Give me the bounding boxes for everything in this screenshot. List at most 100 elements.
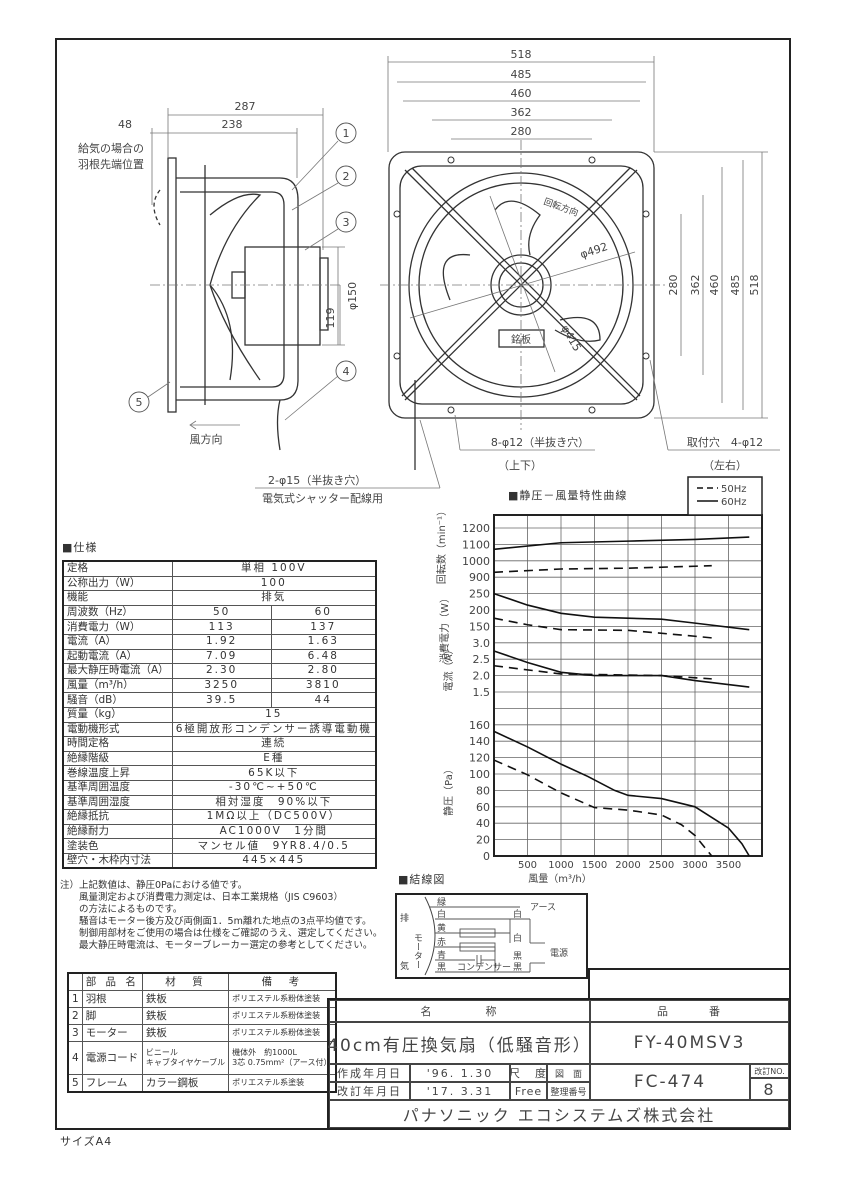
- part-no: 2: [67, 1007, 83, 1025]
- spec-label: 電動機形式: [62, 721, 173, 738]
- dim-right-485: 485: [729, 275, 742, 296]
- spec-label: 定格: [62, 560, 173, 577]
- part-name: 電源コード: [81, 1041, 143, 1075]
- y-tick-label: 1200: [462, 522, 490, 535]
- x-tick-label: 3500: [716, 860, 741, 871]
- created-date: '96. 1.30: [410, 1064, 510, 1082]
- part-note: ポリエステル系粉体塗装: [228, 1024, 337, 1042]
- spec-value: 排気: [171, 590, 377, 606]
- spec-label: 壁穴・木枠内寸法: [62, 852, 173, 869]
- title-block: 名 称 品 番 40cm有圧換気扇（低騒音形） FY-40MSV3 作成年月日 …: [327, 998, 791, 1130]
- power-label: 電源: [550, 948, 568, 959]
- note-line: 風量測定および消費電力測定は、日本工業規格（JIS C9603）: [60, 892, 343, 903]
- legend-label-60Hz: 60Hz: [721, 497, 747, 508]
- spec-label: 時間定格: [62, 736, 173, 752]
- part-material: カラー鋼板: [141, 1074, 230, 1093]
- black-label-2: 黒: [513, 962, 522, 973]
- y-tick-label: 200: [469, 604, 490, 617]
- chart-title: ■静圧－風量特性曲線: [508, 489, 628, 502]
- front-view-drawing: 518 485 460 362 280 280 362 460 485 518 …: [380, 48, 780, 472]
- x-tick-label: 2000: [615, 860, 640, 871]
- y-tick-label: 60: [476, 801, 490, 814]
- capacitor-label: コンデンサー: [457, 961, 511, 973]
- spec-row: 基準周囲温度-30℃~+50℃: [62, 779, 377, 796]
- wind-direction-label: 風方向: [190, 432, 223, 446]
- y-tick-label: 1.5: [473, 686, 491, 699]
- y-tick-label: 250: [469, 588, 490, 601]
- x-tick-label: 1500: [582, 860, 607, 871]
- y-tick-label: 120: [469, 752, 490, 765]
- callout-5: 5: [136, 396, 143, 409]
- callout-1: 1: [343, 127, 350, 140]
- part-no: 1: [67, 990, 83, 1008]
- y-tick-label: 160: [469, 719, 490, 732]
- title-block-top-box: [588, 968, 791, 1000]
- spec-value: 445×445: [171, 852, 377, 869]
- spec-label: 絶縁抵抗: [62, 809, 173, 825]
- parts-header-cell: 部 品 名: [81, 972, 143, 991]
- spec-value-60hz: 44: [270, 692, 377, 708]
- part-material: ビニール キャブタイヤケーブル: [141, 1041, 230, 1075]
- series-current-60Hz: [493, 650, 750, 688]
- size-note: サイズA4: [60, 1135, 113, 1148]
- revised-label: 改訂年月日: [329, 1082, 410, 1100]
- drawing-label-2: 整理番号: [547, 1082, 590, 1100]
- series-rpm-60Hz: [493, 536, 750, 551]
- wire-blue: 青: [437, 949, 446, 961]
- x-axis-label: 風量（m³/h）: [528, 873, 591, 885]
- callout-4: 4: [343, 365, 350, 378]
- x-tick-label: 2500: [649, 860, 674, 871]
- spec-value-50hz: 2.30: [171, 663, 272, 679]
- spec-value-50hz: 7.09: [171, 648, 272, 665]
- part-name: モーター: [81, 1024, 143, 1042]
- series-power-60Hz: [493, 592, 750, 631]
- black-label-1: 黒: [513, 951, 522, 962]
- parts-header-cell: [67, 972, 83, 991]
- dim-right-518: 518: [748, 275, 761, 296]
- name-header: 名 称: [329, 1000, 590, 1022]
- note-line: の方法によるものです。: [60, 904, 183, 915]
- y-tick-label: 1100: [462, 538, 490, 551]
- dim-phi150: φ150: [346, 282, 359, 310]
- spec-row: 機能排気: [62, 590, 377, 606]
- drawing-number: FC-474: [590, 1064, 750, 1100]
- part-material: 鉄板: [141, 1024, 230, 1042]
- model-number: FY-40MSV3: [590, 1022, 789, 1064]
- dim-287: 287: [235, 100, 256, 113]
- y-tick-label: 80: [476, 784, 490, 797]
- wire-black: 黒: [437, 962, 446, 973]
- dim-right-460: 460: [708, 275, 721, 296]
- scale-value: Free: [510, 1082, 547, 1100]
- part-note: 機体外 約1000L 3芯 0.75mm²（アース付）: [228, 1041, 337, 1075]
- wire-red: 赤: [437, 937, 446, 948]
- y-tick-label: 40: [476, 817, 490, 830]
- series-pressure-60Hz: [493, 730, 750, 857]
- y-tick-label: 150: [469, 620, 490, 633]
- dim-top-280: 280: [511, 125, 532, 138]
- spec-value: -30℃~+50℃: [171, 779, 377, 796]
- y-tick-label: 900: [469, 571, 490, 584]
- part-note: ポリエステル系塗装: [228, 1074, 337, 1093]
- spec-label: 機能: [62, 590, 173, 606]
- supply-note-1: 給気の場合の: [78, 141, 144, 155]
- part-note: ポリエステル系粉体塗装: [228, 1007, 337, 1025]
- series-pressure-50Hz: [493, 759, 713, 857]
- holes-top-bottom-sub: （上下）: [498, 459, 542, 472]
- mount-holes: 取付穴 4-φ12: [687, 435, 763, 449]
- note-line: 最大静圧時電流は、モーターブレーカー選定の参考としてください。: [60, 940, 373, 951]
- y-tick-label: 100: [469, 768, 490, 781]
- part-material: 鉄板: [141, 990, 230, 1008]
- part-no: 3: [67, 1024, 83, 1042]
- y-tick-label: 2.5: [473, 653, 491, 666]
